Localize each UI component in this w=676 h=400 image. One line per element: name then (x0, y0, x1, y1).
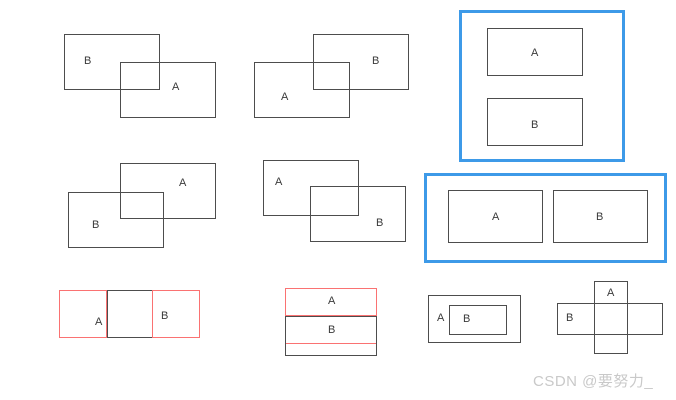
rect-part-0 (59, 290, 107, 338)
label-b: B (596, 211, 604, 223)
label-a: A (179, 177, 187, 189)
rect-a (254, 62, 350, 118)
label-a: A (281, 91, 289, 103)
label-b: B (531, 119, 539, 131)
rect-part-0 (285, 288, 377, 316)
rect-b (68, 192, 164, 248)
rect-a (448, 190, 543, 243)
highlight-box (424, 173, 667, 263)
rect-b (553, 190, 648, 243)
rect-a (594, 281, 628, 354)
label-b: B (328, 324, 336, 336)
label-a: A (531, 47, 539, 59)
rect-a (428, 295, 521, 343)
highlight-box (459, 10, 625, 162)
label-b: B (376, 217, 384, 229)
label-a: A (95, 316, 103, 328)
rect-a (487, 28, 583, 76)
label-a: A (275, 176, 283, 188)
label-a: A (607, 287, 615, 299)
label-a: A (328, 295, 336, 307)
watermark: CSDN @要努力_ (533, 373, 654, 390)
rect-a (120, 62, 216, 118)
rect-a (263, 160, 359, 216)
rect-part-2 (152, 290, 200, 338)
label-b: B (92, 219, 100, 231)
rect-b (449, 305, 507, 335)
label-b: B (566, 312, 574, 324)
label-b: B (372, 55, 380, 67)
label-a: A (172, 81, 180, 93)
label-b: B (84, 55, 92, 67)
rect-b (557, 303, 663, 335)
label-b: B (161, 310, 169, 322)
label-b: B (463, 313, 471, 325)
label-a: A (437, 312, 445, 324)
rect-b (487, 98, 583, 146)
rect-a (120, 163, 216, 219)
rect-part-2 (285, 316, 377, 356)
label-a: A (492, 211, 500, 223)
rect-b (310, 186, 406, 242)
